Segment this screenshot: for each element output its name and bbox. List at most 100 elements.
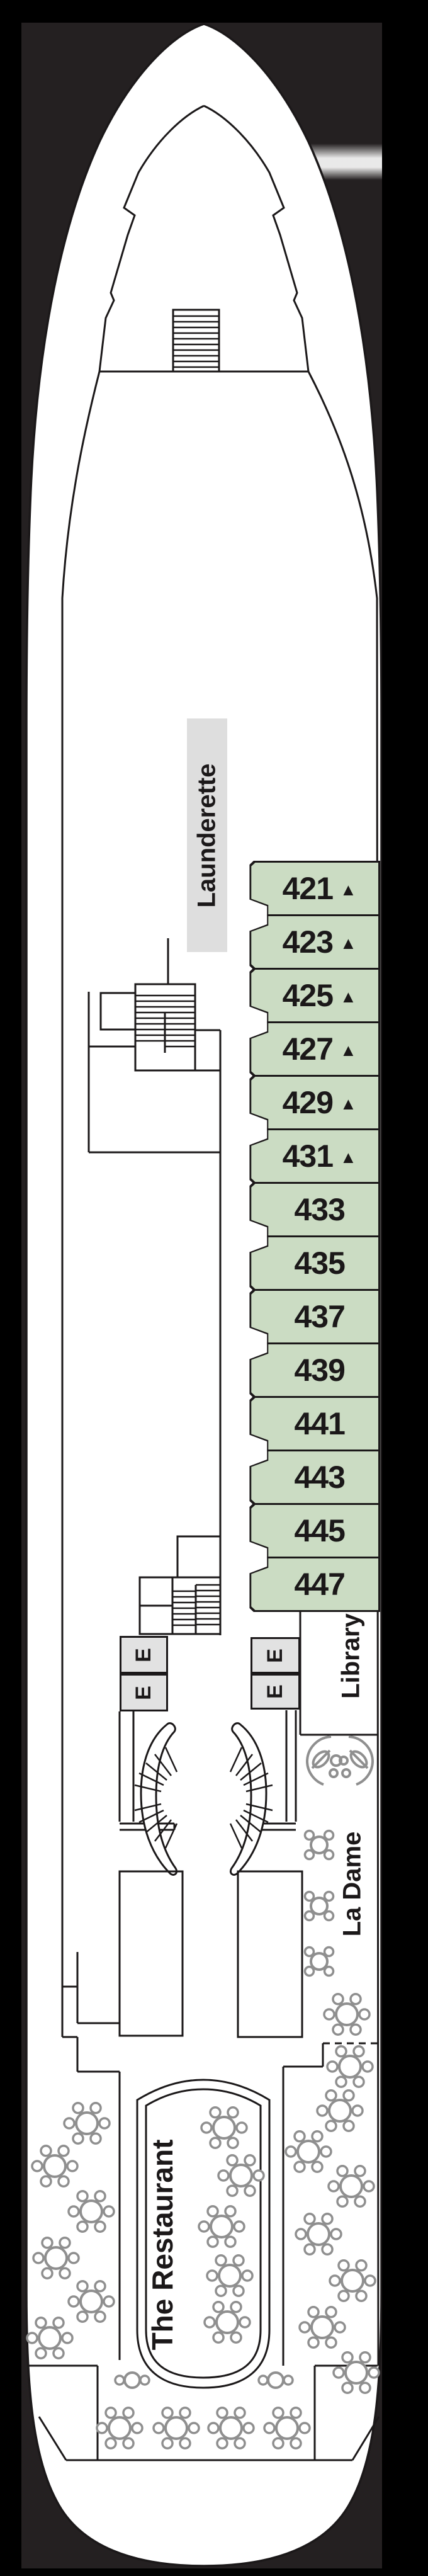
elevator-starboard-2[interactable]: E <box>251 1674 300 1710</box>
dining-table-six <box>324 2040 376 2093</box>
cabin-number: 435 <box>294 1245 345 1281</box>
upgrade-arrow-icon: ▲ <box>340 1094 357 1113</box>
cabin-423[interactable]: 423 ▲ <box>245 914 380 970</box>
cabin-441[interactable]: 441 <box>245 1396 380 1451</box>
cabin-447[interactable]: 447 <box>245 1557 380 1612</box>
cabin-fill <box>251 1398 378 1450</box>
dining-table-six <box>320 1988 373 2041</box>
cabin-number: 437 <box>294 1299 345 1334</box>
cabin-shape <box>249 1128 380 1184</box>
cabin-433[interactable]: 433 <box>245 1182 380 1237</box>
cabin-number-label: 421▲ <box>264 861 375 916</box>
cabin-429[interactable]: 429 ▲ <box>245 1075 380 1130</box>
library-label: Library <box>337 1613 365 1699</box>
dining-table-six <box>150 2402 203 2454</box>
curved-staircase-starboard <box>229 1722 268 1876</box>
restaurant-hall-inner <box>145 2088 262 2379</box>
cabin-fill <box>251 970 378 1021</box>
dining-table-six <box>195 2200 248 2253</box>
service-wall-starboard <box>237 1870 303 2038</box>
cabin-number-label: 445 <box>264 1503 375 1558</box>
elevator-starboard-1[interactable]: E <box>251 1637 300 1674</box>
cabin-shape <box>249 1182 380 1237</box>
dining-table-six <box>201 2296 254 2349</box>
cabin-number-label: 433 <box>264 1182 375 1237</box>
upgrade-arrow-icon: ▲ <box>340 933 357 953</box>
cabin-439[interactable]: 439 <box>245 1342 380 1398</box>
upgrade-arrow-icon: ▲ <box>340 1040 357 1060</box>
dining-table-four <box>293 1935 346 1988</box>
cabin-fill <box>251 1558 378 1610</box>
cabin-427[interactable]: 427 ▲ <box>245 1021 380 1077</box>
cabin-fill <box>251 1023 378 1075</box>
dining-table-six <box>261 2402 313 2454</box>
cabin-number: 427 <box>282 1031 334 1067</box>
cabin-fill <box>251 916 378 968</box>
cabin-421[interactable]: 421▲ <box>245 861 380 916</box>
cabin-number-label: 429 ▲ <box>264 1075 375 1130</box>
cabin-431[interactable]: 431 ▲ <box>245 1128 380 1184</box>
cabin-number-label: 443 <box>264 1450 375 1505</box>
cabin-number: 439 <box>294 1353 345 1388</box>
cabin-number: 421 <box>282 871 334 906</box>
dining-table-six <box>205 2402 257 2454</box>
cabin-shape <box>249 1021 380 1077</box>
elevator-port-1[interactable]: E <box>120 1636 168 1674</box>
cabin-number-label: 435 <box>264 1235 375 1291</box>
dining-table-six <box>93 2402 146 2454</box>
cabin-fill <box>251 1184 378 1235</box>
dining-table-six <box>330 2346 383 2399</box>
dining-table-six <box>65 2275 118 2328</box>
service-wall-port <box>118 1870 184 2037</box>
cabin-425[interactable]: 425▲ <box>245 968 380 1023</box>
cabin-435[interactable]: 435 <box>245 1235 380 1291</box>
cabin-number: 433 <box>294 1192 345 1227</box>
dining-table-two <box>106 2354 159 2407</box>
launderette-label: Launderette <box>193 763 221 908</box>
cabin-number-label: 447 <box>264 1557 375 1612</box>
cabin-number: 429 <box>282 1085 334 1120</box>
library-walls <box>299 1610 378 1736</box>
cabin-number-label: 439 <box>264 1342 375 1398</box>
cabin-shape <box>249 861 380 916</box>
dining-table-six <box>28 2140 81 2193</box>
cabin-shape <box>249 1557 380 1612</box>
elevator-port-2[interactable]: E <box>120 1674 168 1711</box>
starboard-inner-wall <box>307 371 380 2366</box>
cabin-445[interactable]: 445 <box>245 1503 380 1558</box>
cabin-number: 443 <box>294 1460 345 1495</box>
cabin-shape <box>249 1396 380 1451</box>
ship-hull-outline <box>25 23 383 2567</box>
cabin-number: 425 <box>282 978 334 1013</box>
dining-table-six <box>203 2249 256 2302</box>
cabin-fill <box>251 1505 378 1557</box>
cabin-shape <box>249 1342 380 1398</box>
cabin-shape <box>249 1503 380 1558</box>
cabin-fill <box>251 1237 378 1289</box>
cabin-number: 431 <box>282 1138 334 1174</box>
cabin-fill <box>251 1291 378 1342</box>
cabin-fill <box>251 1130 378 1182</box>
restaurant-hall-outer <box>136 2079 271 2389</box>
bow-stairs <box>172 309 220 373</box>
cabin-number-label: 437 <box>264 1289 375 1344</box>
cabin-shape <box>249 914 380 970</box>
dining-table-two <box>249 2354 302 2407</box>
library-armchairs-icon <box>305 1735 374 1786</box>
cabin-shape <box>249 968 380 1023</box>
cabin-shape <box>249 1450 380 1505</box>
dining-table-six <box>325 2160 378 2213</box>
dining-table-six <box>313 2084 366 2137</box>
dining-table-four <box>293 1819 346 1871</box>
cabin-fill <box>251 863 378 914</box>
dining-table-six <box>23 2312 76 2364</box>
cabin-443[interactable]: 443 <box>245 1450 380 1505</box>
bow-inner-outline <box>98 105 205 372</box>
cabin-437[interactable]: 437 <box>245 1289 380 1344</box>
cabin-number-label: 431 ▲ <box>264 1128 375 1184</box>
cabin-number-label: 427 ▲ <box>264 1021 375 1077</box>
cabin-number: 423 <box>282 924 334 960</box>
upgrade-arrow-icon: ▲ <box>340 1147 357 1167</box>
